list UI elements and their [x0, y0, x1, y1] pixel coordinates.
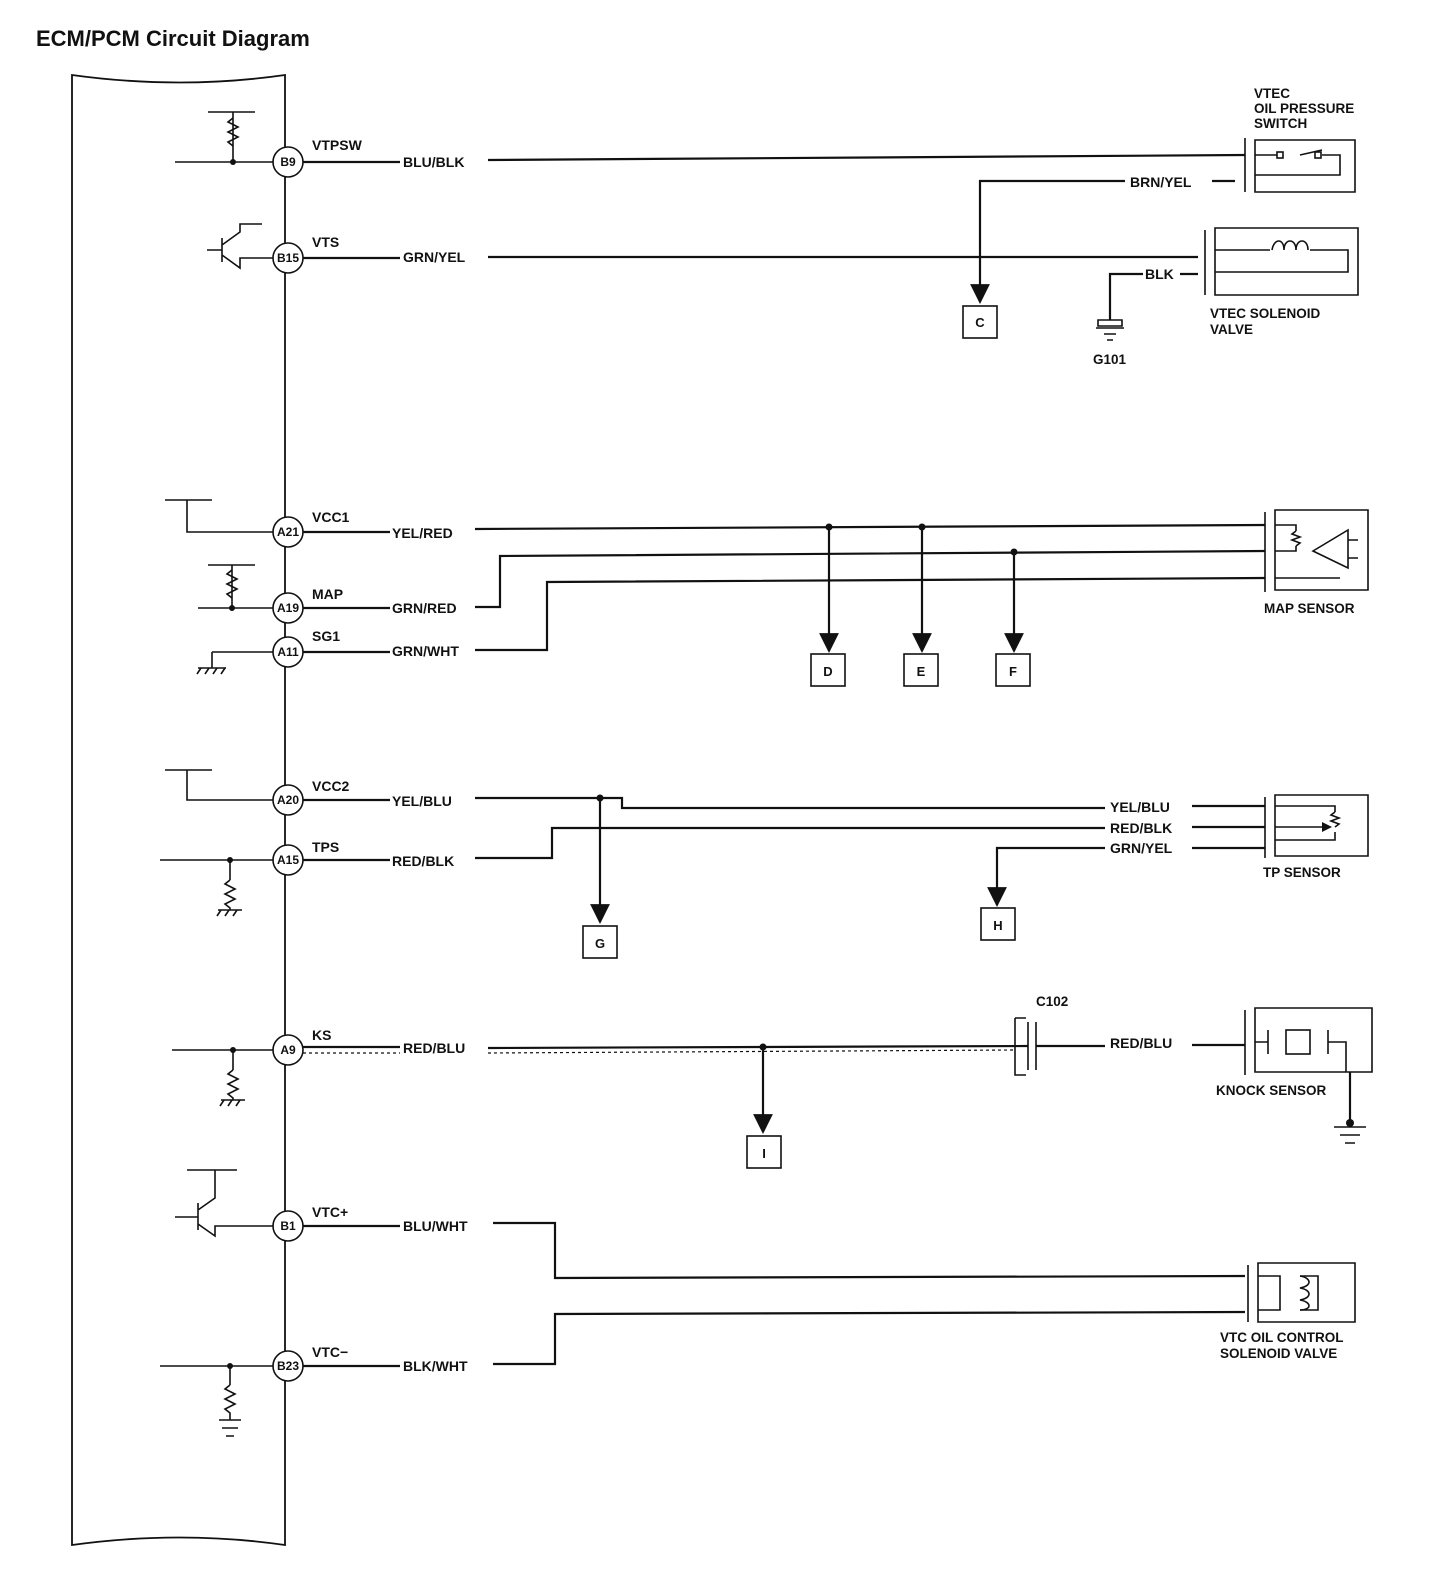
- svg-text:E: E: [917, 664, 926, 679]
- shield-wire: [303, 1049, 1016, 1054]
- svg-text:A15: A15: [277, 853, 299, 867]
- svg-text:BLK: BLK: [1145, 266, 1174, 282]
- connector-d: [810, 653, 846, 687]
- connector-h: [980, 907, 1016, 941]
- connector-label: C102: [1036, 994, 1068, 1009]
- svg-text:BLU/WHT: BLU/WHT: [403, 1218, 468, 1234]
- vtec-oil-pressure-switch-icon: [1244, 138, 1356, 193]
- circuit-vtc-plus: B1 VTC+ BLU/WHT: [175, 1169, 1246, 1280]
- component-label: VTEC: [1254, 86, 1290, 101]
- svg-text:G: G: [595, 936, 605, 951]
- svg-text:F: F: [1009, 664, 1017, 679]
- svg-text:A21: A21: [277, 525, 299, 539]
- svg-text:RED/BLK: RED/BLK: [392, 853, 454, 869]
- coil-icon: [1271, 240, 1309, 251]
- transistor-icon: [175, 1169, 273, 1238]
- svg-text:H: H: [993, 918, 1002, 933]
- svg-text:KNOCK SENSOR: KNOCK SENSOR: [1216, 1083, 1327, 1098]
- svg-text:GRN/YEL: GRN/YEL: [1110, 840, 1173, 856]
- component-label: SWITCH: [1254, 116, 1307, 131]
- svg-text:MAP: MAP: [312, 586, 343, 602]
- svg-text:VTC+: VTC+: [312, 1204, 348, 1220]
- svg-text:B23: B23: [277, 1359, 299, 1373]
- svg-text:RED/BLU: RED/BLU: [1110, 1035, 1172, 1051]
- svg-text:TPS: TPS: [312, 839, 339, 855]
- circuit-vtpsw: B9 VTPSW BLU/BLK VTEC OIL PRESSURE SWITC…: [175, 86, 1356, 339]
- circuit-sg1: A11 SG1 GRN/WHT MAP SENSOR D E F: [196, 509, 1369, 687]
- potentiometer-icon: [1328, 811, 1342, 828]
- page-title: ECM/PCM Circuit Diagram: [36, 26, 310, 51]
- svg-text:VTC−: VTC−: [312, 1344, 348, 1360]
- svg-text:GRN/RED: GRN/RED: [392, 600, 457, 616]
- wire-color-label: BLU/BLK: [403, 154, 464, 170]
- svg-text:GRN/WHT: GRN/WHT: [392, 643, 459, 659]
- pullup-resistor-icon: [226, 117, 240, 147]
- circuit-vcc2: A20 VCC2 YEL/BLU YEL/BLU: [165, 769, 1265, 924]
- wire-color-label: BRN/YEL: [1130, 174, 1192, 190]
- svg-text:C: C: [975, 315, 985, 330]
- pulldown-resistor-icon: [219, 1384, 241, 1437]
- pin-label: B9: [280, 155, 296, 169]
- circuit-vts: B15 VTS GRN/YEL VTEC SOLENOID VALVE BLK …: [207, 223, 1359, 367]
- map-sensor-icon: [1264, 509, 1369, 592]
- circuit-tps: A15 TPS RED/BLK RED/BLK GRN/YEL TP SENSO…: [160, 794, 1369, 959]
- transistor-icon: [207, 223, 273, 270]
- svg-text:B15: B15: [277, 251, 299, 265]
- svg-text:TP SENSOR: TP SENSOR: [1263, 865, 1341, 880]
- svg-text:YEL/BLU: YEL/BLU: [392, 793, 452, 809]
- vtc-oil-control-solenoid-valve-icon: [1247, 1262, 1356, 1323]
- connector-g: [582, 925, 618, 959]
- circuit-ks: A9 KS RED/BLU I C102 RED/BLU KNOCK SENSO…: [172, 994, 1373, 1169]
- circuit-vtc-minus: B23 VTC− BLK/WHT VTC OIL CONTROL SOLENOI…: [160, 1262, 1356, 1437]
- svg-text:SG1: SG1: [312, 628, 340, 644]
- wire-color-label: GRN/YEL: [403, 249, 466, 265]
- ground-label: G101: [1093, 352, 1127, 367]
- svg-text:VTEC SOLENOID: VTEC SOLENOID: [1210, 306, 1321, 321]
- svg-text:MAP SENSOR: MAP SENSOR: [1264, 601, 1355, 616]
- svg-text:B1: B1: [280, 1219, 296, 1233]
- svg-text:A20: A20: [277, 793, 299, 807]
- circuit-vcc1: A21 VCC1 YEL/RED: [165, 499, 1266, 653]
- inline-connector-icon: [1014, 1017, 1037, 1076]
- ground-icon: [198, 651, 273, 669]
- vtec-solenoid-valve-icon: [1204, 227, 1359, 296]
- component-label: OIL PRESSURE: [1254, 101, 1354, 116]
- ground-icon: [1334, 1126, 1366, 1144]
- svg-text:A19: A19: [277, 601, 299, 615]
- knock-sensor-icon: [1244, 1007, 1373, 1075]
- circuit-map: A19 MAP GRN/RED: [198, 548, 1266, 653]
- signal-label: VTS: [312, 234, 339, 250]
- svg-text:KS: KS: [312, 1027, 331, 1043]
- svg-text:D: D: [823, 664, 832, 679]
- svg-text:RED/BLU: RED/BLU: [403, 1040, 465, 1056]
- signal-label: VTPSW: [312, 137, 363, 153]
- resistor-icon: [1289, 530, 1303, 547]
- ground-icon: [1096, 319, 1124, 341]
- svg-text:SOLENOID VALVE: SOLENOID VALVE: [1220, 1346, 1337, 1361]
- coil-icon: [1299, 1275, 1310, 1311]
- connector-c: [962, 305, 998, 339]
- svg-text:VCC1: VCC1: [312, 509, 350, 525]
- svg-text:VALVE: VALVE: [1210, 322, 1253, 337]
- svg-text:A9: A9: [280, 1043, 296, 1057]
- svg-text:BLK/WHT: BLK/WHT: [403, 1358, 468, 1374]
- pin-a9: [272, 1034, 304, 1066]
- pulldown-resistor-icon: [218, 879, 242, 911]
- svg-text:RED/BLK: RED/BLK: [1110, 820, 1172, 836]
- ecm-pcm-outline: [71, 73, 286, 1547]
- connector-i: [746, 1135, 782, 1169]
- connector-f: [995, 653, 1031, 687]
- svg-text:YEL/RED: YEL/RED: [392, 525, 453, 541]
- svg-text:VTC OIL CONTROL: VTC OIL CONTROL: [1220, 1330, 1344, 1345]
- svg-text:A11: A11: [277, 645, 299, 659]
- svg-text:YEL/BLU: YEL/BLU: [1110, 799, 1170, 815]
- tp-sensor-icon: [1264, 794, 1369, 858]
- pulldown-resistor-icon: [221, 1069, 245, 1101]
- svg-text:VCC2: VCC2: [312, 778, 350, 794]
- svg-text:I: I: [762, 1146, 766, 1161]
- connector-e: [903, 653, 939, 687]
- pullup-resistor-icon: [225, 569, 239, 599]
